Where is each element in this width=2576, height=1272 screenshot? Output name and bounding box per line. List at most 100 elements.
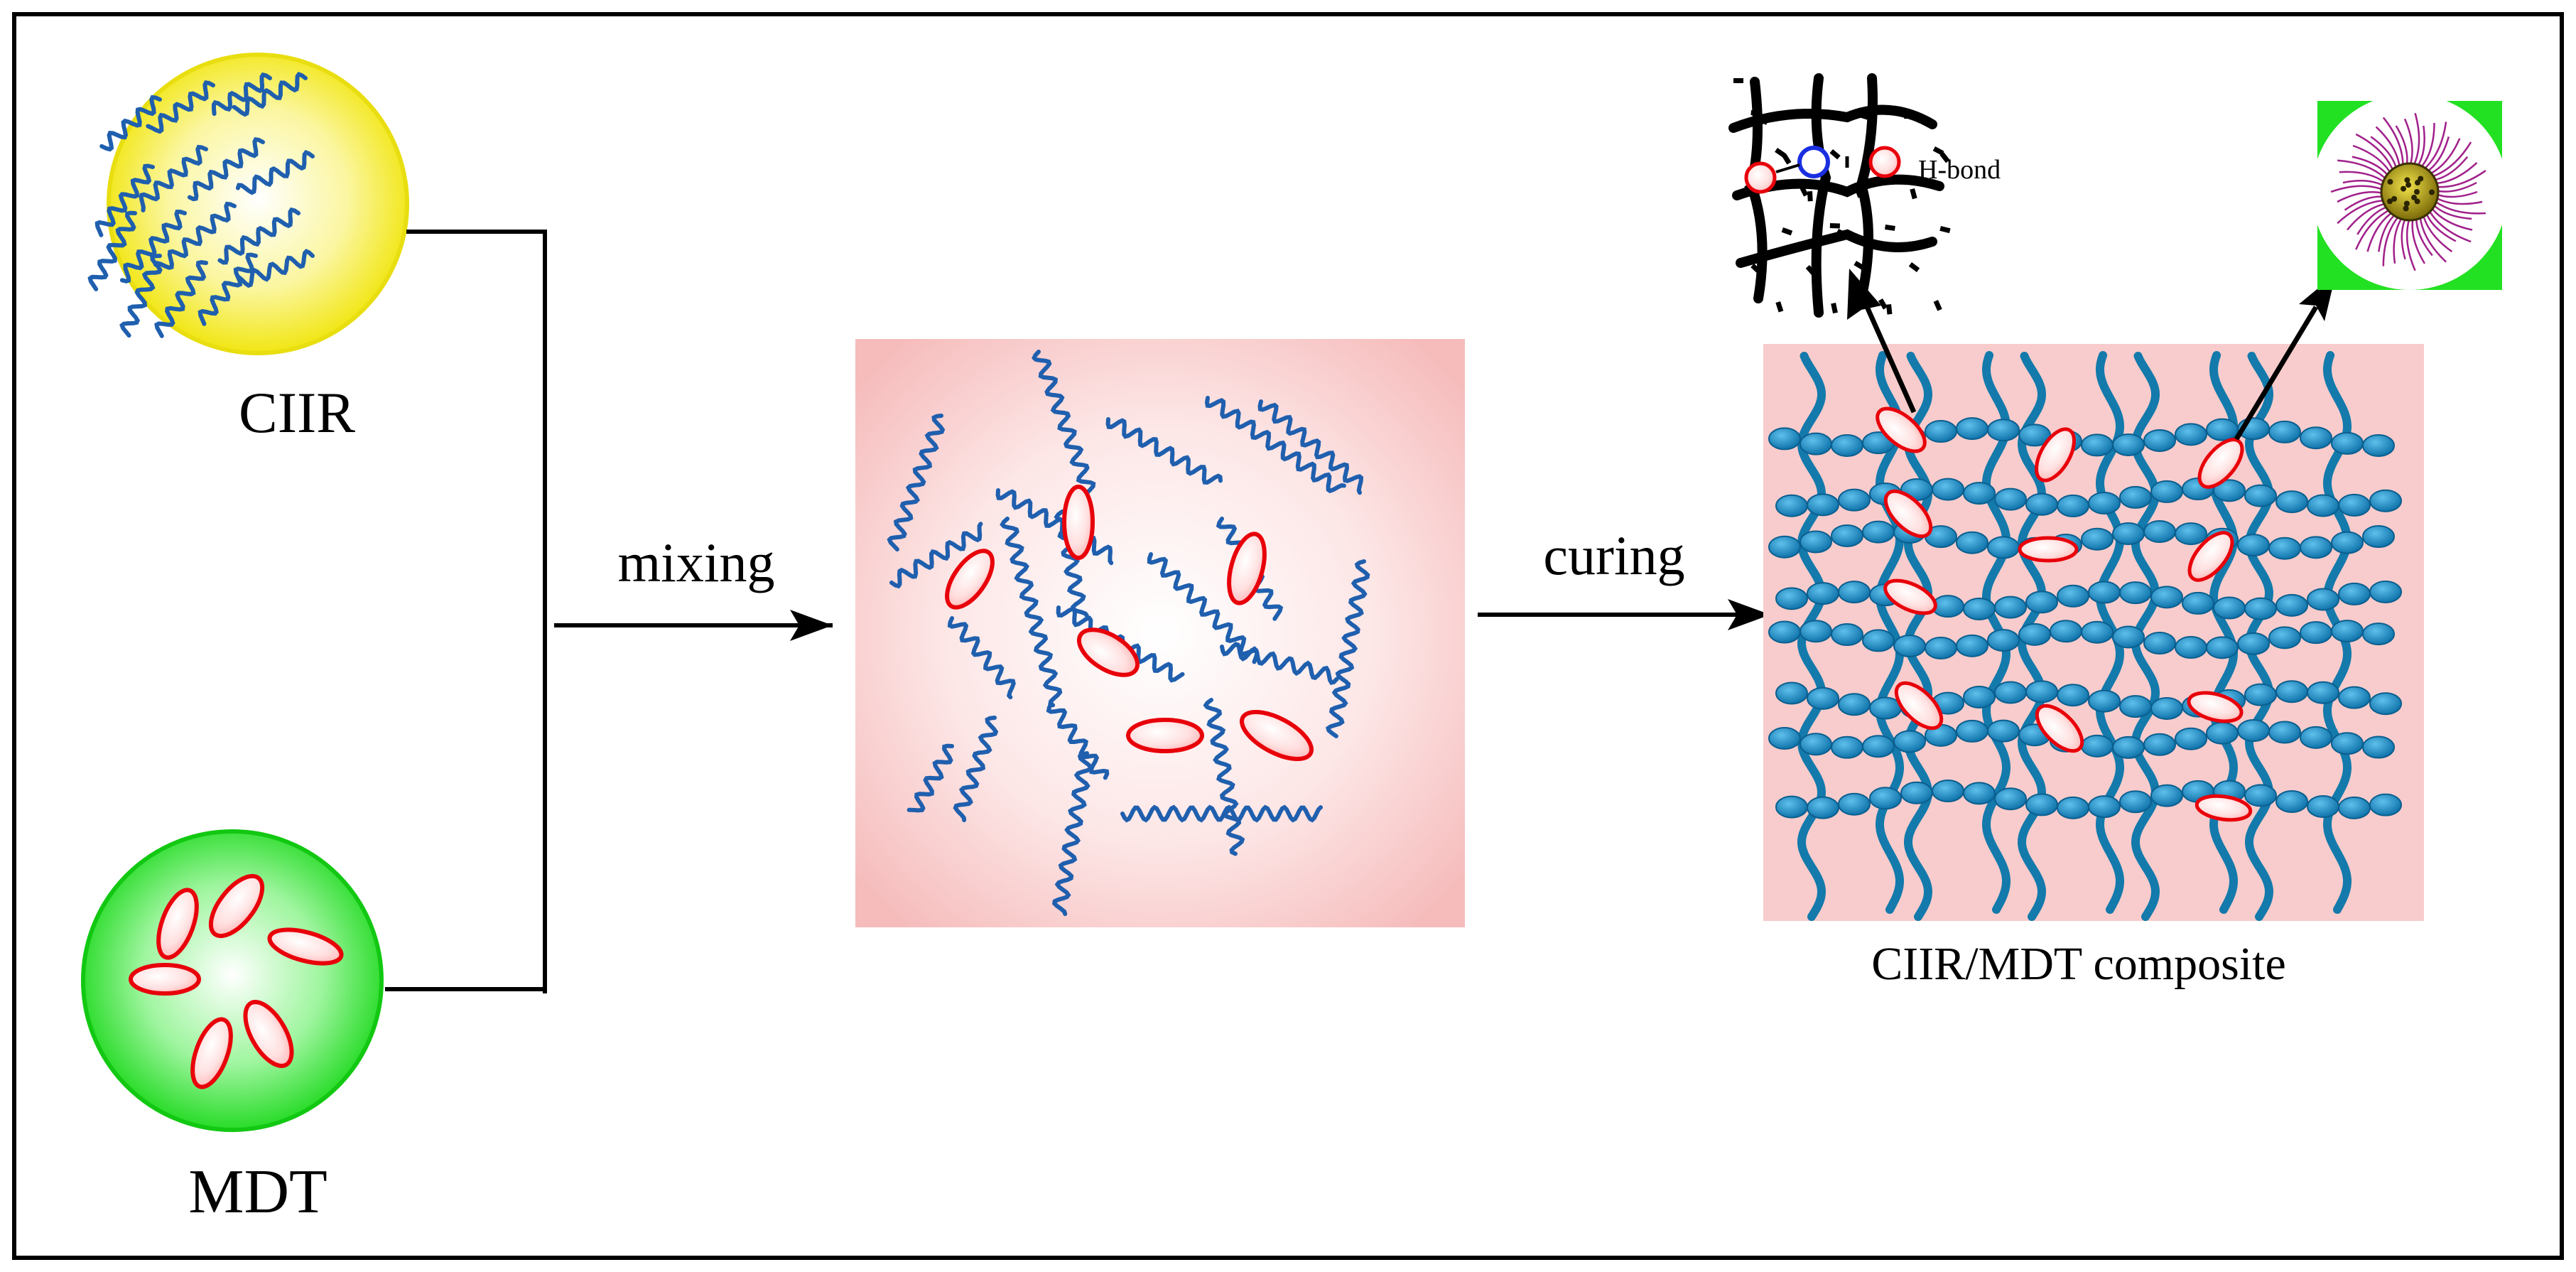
rubber-chain-icon	[87, 72, 315, 338]
network-tick	[1829, 223, 1840, 229]
filler-bead	[2057, 494, 2089, 517]
filler-bead	[1807, 686, 1839, 710]
network-tick	[1939, 152, 1950, 163]
rubber-chain	[232, 72, 308, 117]
network-tick	[1878, 298, 1888, 310]
network-tick	[1885, 225, 1895, 231]
mdt-filler	[156, 888, 199, 960]
core-dot	[2414, 198, 2420, 205]
rubber-chain	[119, 254, 163, 338]
core-dot	[2428, 189, 2435, 195]
filler-bead	[2112, 522, 2145, 546]
filler-bead	[2244, 484, 2277, 507]
filler-bead	[2362, 525, 2395, 549]
rubber-chain	[953, 716, 999, 822]
rubber-chain	[1105, 417, 1223, 485]
filler-bead	[2088, 795, 2121, 819]
filler-bead	[2338, 493, 2371, 517]
core-dot	[2414, 189, 2420, 195]
network-tick	[1861, 266, 1871, 278]
filler-bead	[2307, 681, 2339, 704]
mdt-filler	[2018, 536, 2079, 563]
filler-bead	[2057, 584, 2089, 608]
filler-bead	[2268, 420, 2301, 443]
core-dot	[2403, 200, 2410, 207]
network-tick	[1904, 108, 1910, 119]
filler-bead	[1768, 427, 1801, 451]
network-tick	[1775, 147, 1786, 158]
filler-bead	[1862, 735, 1895, 758]
particle-core	[2380, 162, 2440, 222]
network-tick	[1854, 186, 1863, 198]
filler-bead	[2081, 620, 2114, 644]
filler-bead	[2025, 591, 2058, 614]
filler-bead	[2362, 735, 2395, 759]
filler-bead	[1956, 417, 1988, 441]
filler-bead	[2088, 581, 2121, 604]
filler-bead	[2300, 621, 2332, 645]
rubber-chain	[889, 522, 983, 589]
core-dot	[2391, 195, 2398, 202]
filler-bead	[2057, 684, 2089, 707]
filler-bead	[1768, 727, 1801, 750]
mdt-filler	[2197, 438, 2244, 489]
rubber-chain	[1000, 517, 1063, 708]
filler-bead	[2237, 632, 2270, 655]
filler-bead	[2237, 534, 2270, 557]
filler-bead	[1838, 792, 1871, 816]
filler-bead	[2244, 683, 2277, 706]
filler-bead	[1838, 488, 1871, 512]
filler-bead	[2307, 494, 2339, 517]
network-tick	[1782, 153, 1792, 165]
filler-bead	[1925, 420, 1957, 443]
filler-bead	[1831, 433, 1863, 457]
filler-bead	[2088, 491, 2121, 514]
filler-bead	[1775, 681, 1808, 705]
mdt-filler	[129, 963, 201, 996]
filler-bead	[2150, 480, 2183, 503]
nanoparticle-icon	[2330, 112, 2486, 271]
mdt-sphere	[81, 829, 384, 1132]
rubber-chain	[139, 144, 208, 212]
filler-bead	[1893, 635, 1926, 658]
core-dot	[2387, 178, 2393, 185]
filler-bead	[1775, 587, 1808, 610]
core-dot	[2401, 185, 2407, 192]
filler-bead	[1994, 595, 2027, 619]
filler-bead	[2213, 596, 2246, 620]
filler-bead	[2275, 593, 2308, 617]
filler-bead	[2268, 721, 2301, 744]
crosslink-chain	[1875, 351, 1905, 914]
filler-bead	[1831, 623, 1863, 647]
filler-bead	[1838, 693, 1871, 716]
network-tick	[1836, 228, 1848, 238]
filler-bead	[1963, 782, 1996, 805]
filler-bead	[2338, 582, 2371, 605]
filler-bead	[1775, 795, 1808, 819]
mdt-particle-icon	[129, 873, 344, 1089]
filler-bead	[1932, 780, 1964, 803]
filler-bead	[1869, 696, 1902, 720]
network-tick	[1886, 304, 1893, 315]
filler-bead	[1893, 730, 1926, 753]
filler-bead	[1768, 535, 1801, 559]
mdt-filler	[2035, 704, 2084, 753]
network-strand	[1811, 73, 1831, 318]
rubber-chain	[154, 260, 208, 338]
nanoparticle-inset	[2312, 94, 2508, 290]
filler-bead	[1994, 487, 2027, 511]
filler-bead	[2150, 696, 2183, 720]
filler-bead	[2268, 537, 2301, 560]
curing-label: curing	[1543, 524, 1684, 586]
network-tick	[1860, 113, 1872, 121]
filler-bead	[1831, 735, 1863, 759]
filler-bead	[2150, 586, 2183, 609]
filler-bead	[1956, 634, 1988, 657]
filler-bead	[2369, 793, 2402, 816]
filler-bead	[2025, 492, 2058, 516]
mdt-filler	[267, 927, 344, 966]
filler-bead	[2369, 489, 2402, 512]
filler-bead	[2338, 796, 2371, 819]
mdt-filler	[190, 1017, 233, 1089]
